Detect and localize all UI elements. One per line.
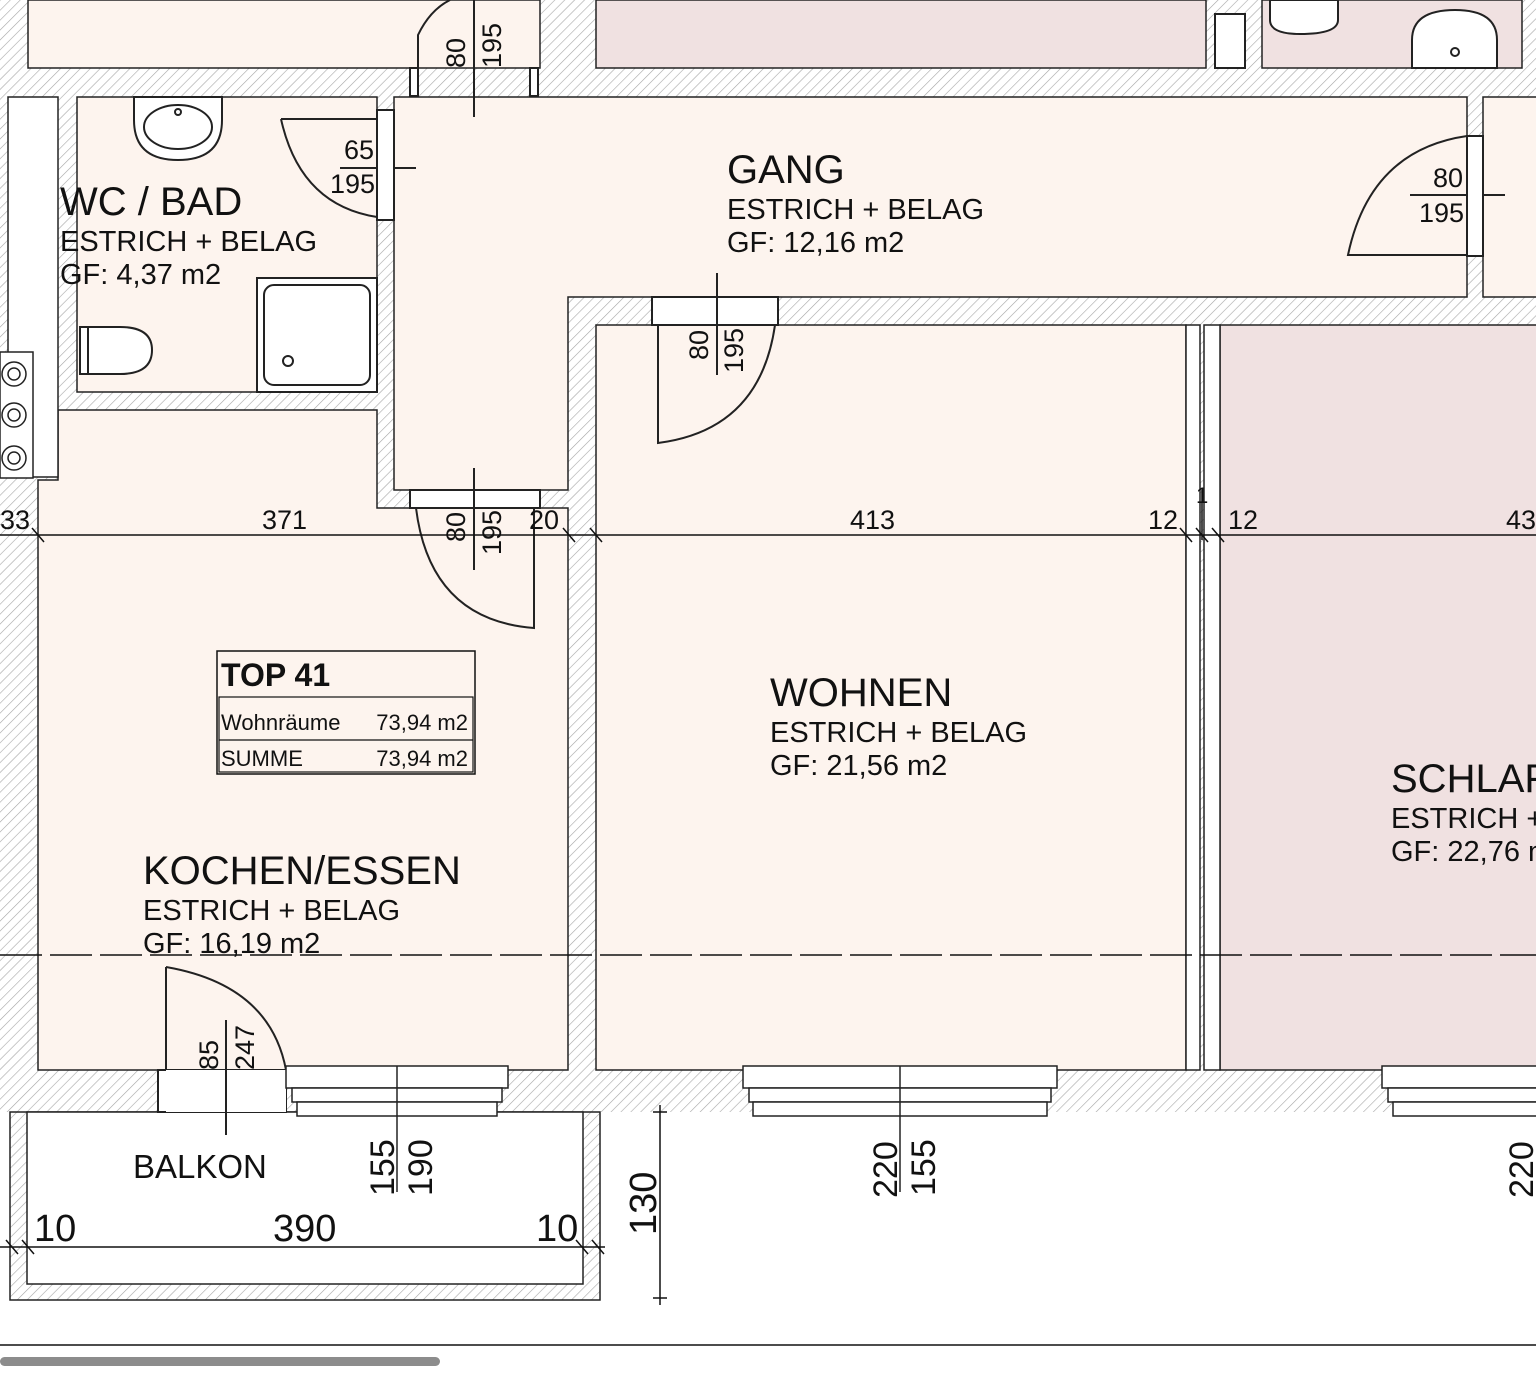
room-floor-gang: ESTRICH + BELAG	[727, 194, 984, 226]
installation-shaft	[0, 96, 59, 479]
door-height-wc: 195	[330, 169, 375, 199]
room-area-kochen: GF: 16,19 m2	[143, 928, 320, 960]
room-name-gang: GANG	[727, 148, 845, 192]
room-floors	[26, 0, 1536, 1285]
room-floor-wohnen: ESTRICH + BELAG	[770, 717, 1027, 749]
room-labels: WC / BAD ESTRICH + BELAG GF: 4,37 m2 GAN…	[60, 148, 1536, 1185]
dim-balkon-depth: 130	[623, 1172, 665, 1235]
toilet-icon	[79, 326, 154, 375]
room-name-kochen: KOCHEN/ESSEN	[143, 849, 461, 893]
door-height-top: 195	[477, 23, 507, 68]
summary-table: TOP 41 Wohnräume 73,94 m2 SUMME 73,94 m2	[216, 650, 476, 775]
dimension-lines	[0, 490, 1536, 1346]
dim-wall-1: 1	[1196, 483, 1208, 508]
partition-wall	[1185, 324, 1221, 1071]
window-width-schlaf: 220	[1503, 1141, 1536, 1198]
dim-wall-12-left: 12	[1148, 505, 1178, 535]
room-name-schlaf: SCHLAF	[1391, 757, 1536, 801]
table-row-value: 73,94 m2	[376, 710, 468, 735]
door-height-balkon: 247	[230, 1025, 260, 1070]
door-width-balkon: 85	[194, 1040, 224, 1070]
door-width-top: 80	[441, 38, 471, 68]
room-floor-kochen: ESTRICH + BELAG	[143, 895, 400, 927]
door-width-wohnen: 80	[684, 330, 714, 360]
dim-balkon-width: 390	[273, 1208, 336, 1250]
room-area-wc-bad: GF: 4,37 m2	[60, 259, 221, 291]
room-area-gang: GF: 12,16 m2	[727, 227, 904, 259]
horizontal-scrollbar[interactable]	[0, 1357, 440, 1366]
dim-balkon-left: 10	[34, 1208, 76, 1250]
window-height-wohnen: 155	[905, 1139, 943, 1196]
plan-dimensions: 33 371 20 413 12 1 12 43 10 390 10 130	[0, 483, 1536, 1250]
windows	[285, 1065, 1536, 1192]
window-width-wohnen: 220	[867, 1141, 905, 1198]
door-width-wc: 65	[344, 135, 374, 165]
dim-left-edge: 33	[0, 505, 30, 535]
room-area-wohnen: GF: 21,56 m2	[770, 750, 947, 782]
room-name-balkon: BALKON	[133, 1148, 267, 1185]
door-height-kochen: 195	[477, 510, 507, 555]
dim-wall-20: 20	[529, 505, 559, 535]
door-width-kochen: 80	[441, 512, 471, 542]
room-name-wc-bad: WC / BAD	[60, 180, 242, 224]
door-dimensions: 80 195 65 195 80 195 80 195 80 195 85 24…	[194, 23, 1464, 1070]
window-height-kochen: 190	[402, 1139, 440, 1196]
dim-wohnen-width: 413	[850, 505, 895, 535]
dim-right-edge: 43	[1506, 505, 1536, 535]
room-floor-schlaf: ESTRICH +	[1391, 803, 1536, 835]
room-name-wohnen: WOHNEN	[770, 671, 952, 715]
sanitary-fixtures	[79, 0, 1498, 393]
window-width-kochen: 155	[364, 1139, 402, 1196]
dim-kochen-width: 371	[262, 505, 307, 535]
door-width-gang: 80	[1433, 163, 1463, 193]
room-floor-wc-bad: ESTRICH + BELAG	[60, 226, 317, 258]
table-row-value: 73,94 m2	[376, 746, 468, 771]
room-area-schlaf: GF: 22,76 m	[1391, 836, 1536, 868]
doors	[157, 0, 1505, 1135]
door-height-gang: 195	[1419, 198, 1464, 228]
window-dimensions: 155 190 220 155 220	[364, 1139, 1536, 1198]
door-height-wohnen: 195	[719, 328, 749, 373]
table-row-label: Wohnräume	[221, 710, 340, 735]
dim-wall-12-right: 12	[1228, 505, 1258, 535]
table-title: TOP 41	[221, 657, 330, 693]
table-row-label: SUMME	[221, 746, 303, 771]
dim-balkon-right: 10	[536, 1208, 578, 1250]
